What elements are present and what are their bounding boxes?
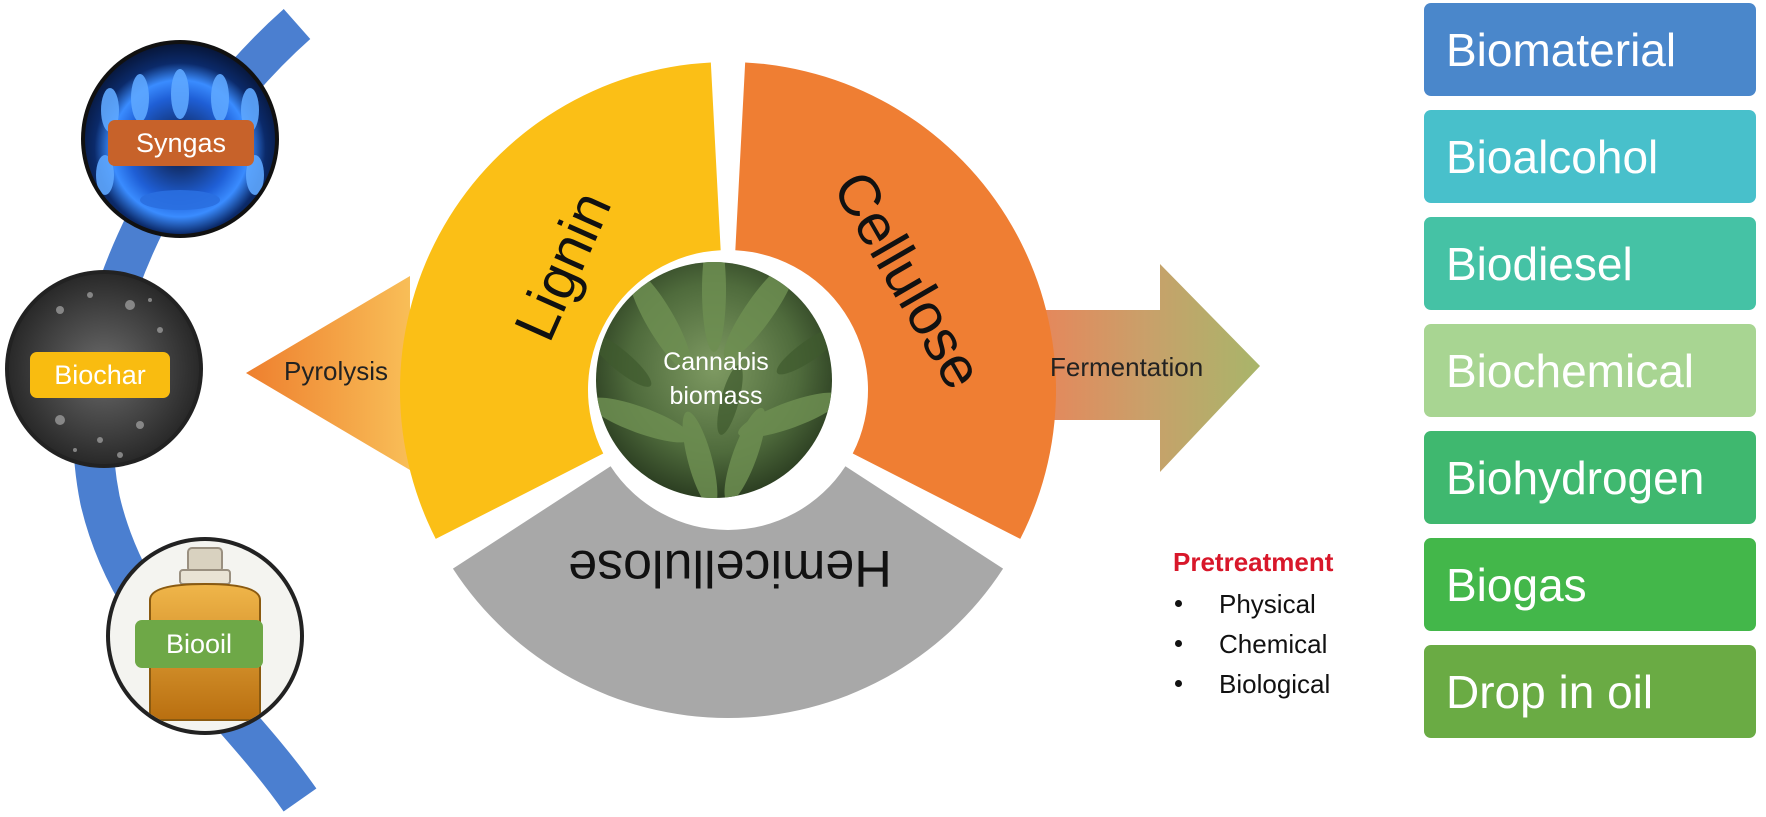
pretreatment-list: Physical Chemical Biological	[1173, 584, 1333, 704]
center-label-line2: biomass	[669, 382, 762, 410]
product-biohydrogen: Biohydrogen	[1424, 431, 1756, 524]
pretreatment-item: Physical	[1173, 584, 1333, 624]
pretreatment-block: Pretreatment Physical Chemical Biologica…	[1173, 547, 1333, 704]
product-biochemical: Biochemical	[1424, 324, 1756, 417]
product-bioalcohol: Bioalcohol	[1424, 110, 1756, 203]
center-label-line1: Cannabis	[663, 348, 769, 376]
pretreatment-title: Pretreatment	[1173, 547, 1333, 578]
product-biomaterial: Biomaterial	[1424, 3, 1756, 96]
pyrolysis-label: Pyrolysis	[284, 356, 388, 387]
product-drop-in-oil: Drop in oil	[1424, 645, 1756, 738]
product-biodiesel: Biodiesel	[1424, 217, 1756, 310]
pretreatment-item: Chemical	[1173, 624, 1333, 664]
fermentation-label: Fermentation	[1050, 352, 1203, 383]
biochar-tag: Biochar	[30, 352, 170, 398]
hemicellulose-label: Hemicellulose	[568, 539, 892, 597]
product-biogas: Biogas	[1424, 538, 1756, 631]
biooil-tag: Biooil	[135, 620, 263, 668]
pretreatment-item: Biological	[1173, 664, 1333, 704]
syngas-tag: Syngas	[108, 120, 254, 166]
